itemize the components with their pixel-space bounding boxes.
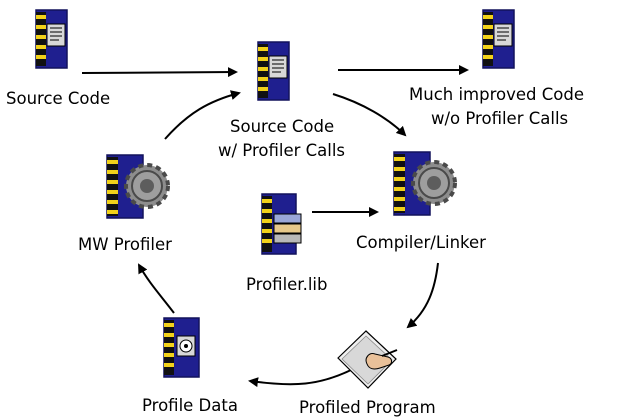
improved-code-node (482, 9, 515, 69)
source-code-label: Source Code (6, 89, 110, 108)
profile-data-label: Profile Data (142, 396, 238, 415)
data-file-icon (163, 317, 200, 378)
document-icon (35, 9, 68, 69)
arrows (81, 65, 469, 388)
compiler-linker-label: Compiler/Linker (356, 233, 486, 252)
document-icon (482, 9, 515, 69)
arrow-source-to-source-w-calls (81, 67, 238, 78)
mw-profiler-node (106, 154, 170, 219)
improved-code-label-line-1: Much improved Code (409, 85, 584, 104)
source-code-w-profiler-calls-label-line-1: Source Code (230, 117, 334, 136)
gear-book-icon (106, 154, 170, 219)
library-books-icon (261, 193, 302, 255)
gear-book-icon (393, 151, 457, 216)
source-code-w-profiler-calls-node (257, 41, 290, 101)
program-hand-icon (337, 330, 398, 389)
profiled-program-label: Profiled Program (299, 398, 436, 417)
arrow-profile-data-to-mw-profiler (138, 263, 175, 314)
arrow-compiler-to-profiled-program (406, 262, 439, 329)
profile-data-node (163, 317, 200, 378)
profiled-program-node (337, 330, 398, 389)
profiler-lib-node (261, 193, 302, 255)
source-code-node (35, 9, 68, 69)
improved-code-label-line-2: w/o Profiler Calls (431, 109, 568, 128)
arrow-profiled-program-to-profile-data (248, 367, 356, 388)
source-code-w-profiler-calls-label-line-2: w/ Profiler Calls (218, 141, 345, 160)
mw-profiler-label: MW Profiler (78, 235, 172, 254)
document-icon (257, 41, 290, 101)
compiler-linker-node (393, 151, 457, 216)
profiler-lib-label: Profiler.lib (246, 275, 327, 294)
arrow-source-w-calls-to-compiler (332, 93, 407, 137)
arrow-mw-profiler-to-source-w-calls (164, 90, 241, 140)
